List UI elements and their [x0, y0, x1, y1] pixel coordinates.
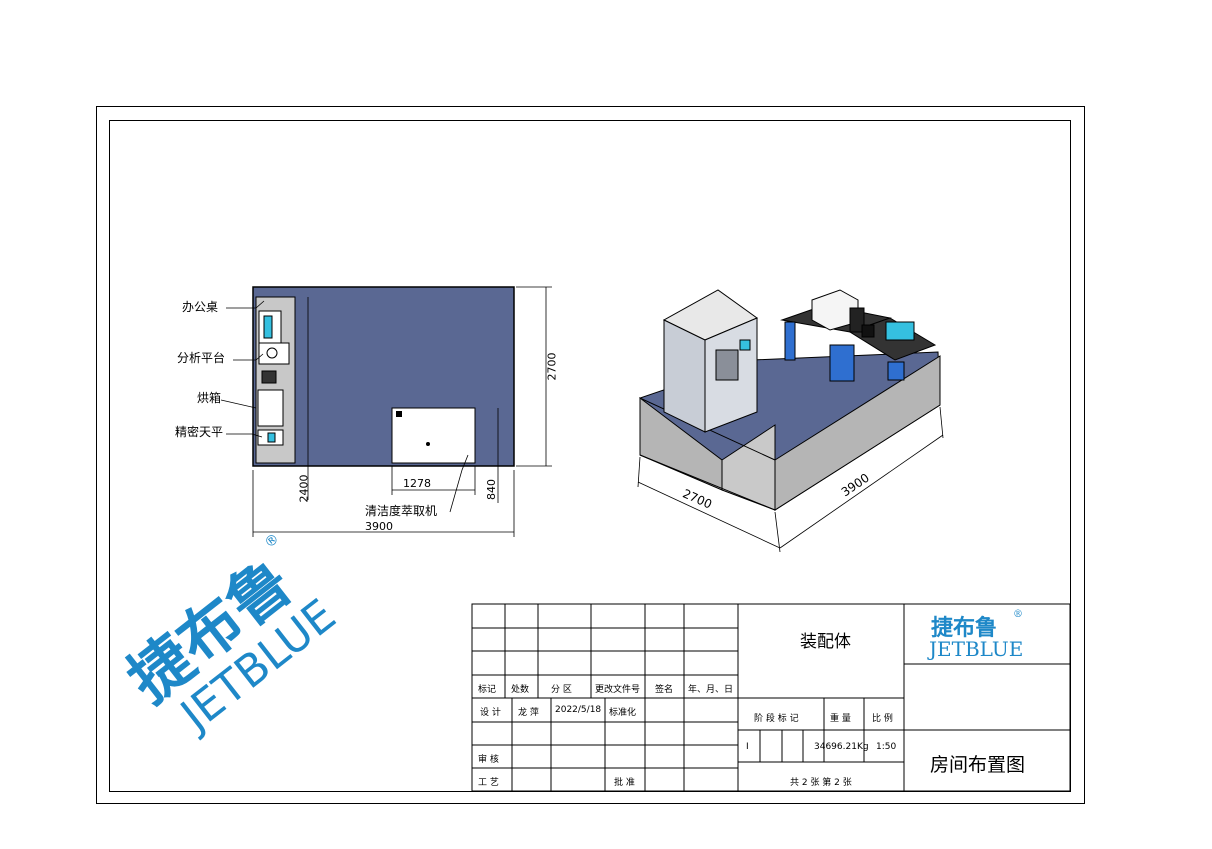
- label-oven: 烘箱: [197, 391, 222, 405]
- dim-machine-d: 840: [485, 479, 498, 500]
- process-label: 工 艺: [478, 778, 499, 788]
- review-label: 审 核: [478, 755, 499, 765]
- label-machine: 清洁度萃取机: [365, 504, 438, 518]
- label-desk: 办公桌: [182, 300, 219, 314]
- weight-value: 34696.21Kg: [814, 742, 869, 752]
- design-date: 2022/5/18: [555, 705, 602, 715]
- dim-room-depth: 2700: [545, 352, 559, 381]
- label-platform: 分析平台: [177, 351, 226, 365]
- dim-inner-depth: 2400: [297, 474, 311, 503]
- tb-logo-reg: ®: [1013, 609, 1023, 620]
- sheet-count: 共 2 张 第 2 张: [790, 778, 852, 788]
- stage-value: I: [746, 742, 749, 752]
- hdr-zone: 分 区: [551, 685, 572, 695]
- design-label: 设 计: [480, 708, 501, 718]
- assembly-title: 装配体: [800, 632, 851, 652]
- label-balance: 精密天平: [175, 425, 224, 439]
- tb-logo-cn: 捷布鲁: [931, 616, 998, 641]
- drawing-title: 房间布置图: [930, 754, 1026, 776]
- dim-machine-w: 1278: [403, 477, 431, 490]
- weight-label: 重 量: [830, 714, 851, 724]
- hdr-sign: 签名: [655, 685, 674, 695]
- stage-label: 阶 段 标 记: [754, 714, 799, 724]
- hdr-count: 处数: [511, 685, 530, 695]
- outer-frame: [96, 106, 1085, 804]
- hdr-date: 年、月、日: [688, 685, 734, 695]
- hdr-mark: 标记: [478, 685, 497, 695]
- designer: 龙 萍: [518, 708, 539, 718]
- hdr-change-no: 更改文件号: [595, 685, 641, 695]
- std-label: 标准化: [609, 708, 637, 718]
- scale-value: 1:50: [876, 742, 897, 752]
- scale-label: 比 例: [872, 714, 893, 724]
- drawing-border: [109, 120, 1071, 792]
- approve-label: 批 准: [614, 778, 635, 788]
- dim-room-width: 3900: [365, 520, 393, 533]
- tb-logo-en: JETBLUE: [929, 637, 1024, 661]
